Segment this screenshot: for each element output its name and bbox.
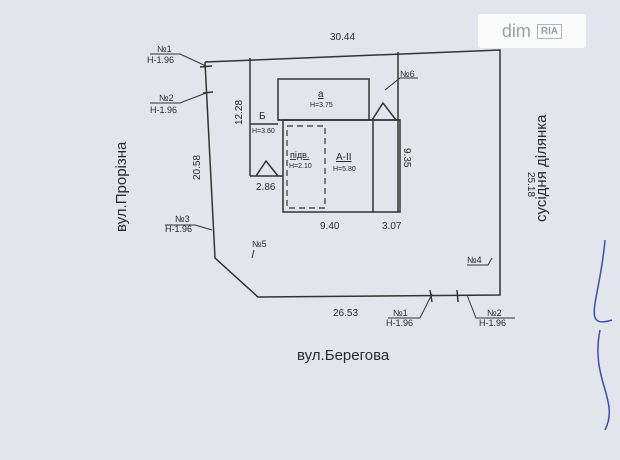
street-left: вул.Прорізна xyxy=(113,141,130,232)
marker-2-h: Н-1.96 xyxy=(150,105,177,115)
main-building-height: Н=5.80 xyxy=(333,166,356,173)
signature-scribble xyxy=(593,239,613,431)
marker-3-h: Н-1.96 xyxy=(165,224,192,234)
marker-2-id: №2 xyxy=(159,93,174,103)
marker-b2-h: Н-1.96 xyxy=(479,318,506,328)
building-a-label: а xyxy=(318,89,324,100)
plot-boundary xyxy=(199,49,501,303)
marker-1-id: №1 xyxy=(157,44,172,54)
dim-top: 30.44 xyxy=(330,32,355,43)
marker-1-h: Н-1.96 xyxy=(147,55,174,65)
watermark-brand: dim xyxy=(501,20,531,41)
dim-building-bottom: 9.40 xyxy=(320,221,340,232)
main-building-label: А-ІІ xyxy=(336,152,352,163)
neighbor-plot: сусідня ділянка xyxy=(533,114,550,222)
marker-3-id: №3 xyxy=(175,214,190,224)
marker-b2-id: №2 xyxy=(487,308,502,318)
watermark-logo: RIA xyxy=(536,23,563,39)
marker-b1-id: №1 xyxy=(393,308,408,318)
building-a-height: Н=3.75 xyxy=(310,102,333,109)
dim-left: 20.58 xyxy=(192,155,203,180)
marker-4-id: №4 xyxy=(467,255,482,265)
basement-label: підв. xyxy=(290,150,309,160)
dim-b-width: 2.86 xyxy=(256,182,276,193)
watermark: dim RIA xyxy=(478,14,586,48)
marker-b1-h: Н-1.96 xyxy=(386,318,413,328)
dim-building-right: 9.35 xyxy=(401,148,412,168)
dim-bottom: 26.53 xyxy=(333,308,358,319)
dim-right: 25.18 xyxy=(525,172,536,197)
dim-small-right: 3.07 xyxy=(382,221,402,232)
street-bottom: вул.Берегова xyxy=(297,347,390,364)
dim-left-upper: 12.28 xyxy=(234,100,245,125)
leader-lines xyxy=(150,53,515,319)
marker-6-id: №6 xyxy=(400,69,415,79)
building-b-label: Б xyxy=(259,111,266,122)
building-b-height: Н=3.60 xyxy=(252,128,275,135)
basement-height: Н=2.10 xyxy=(289,163,312,170)
marker-5-id: №5 xyxy=(252,239,267,249)
